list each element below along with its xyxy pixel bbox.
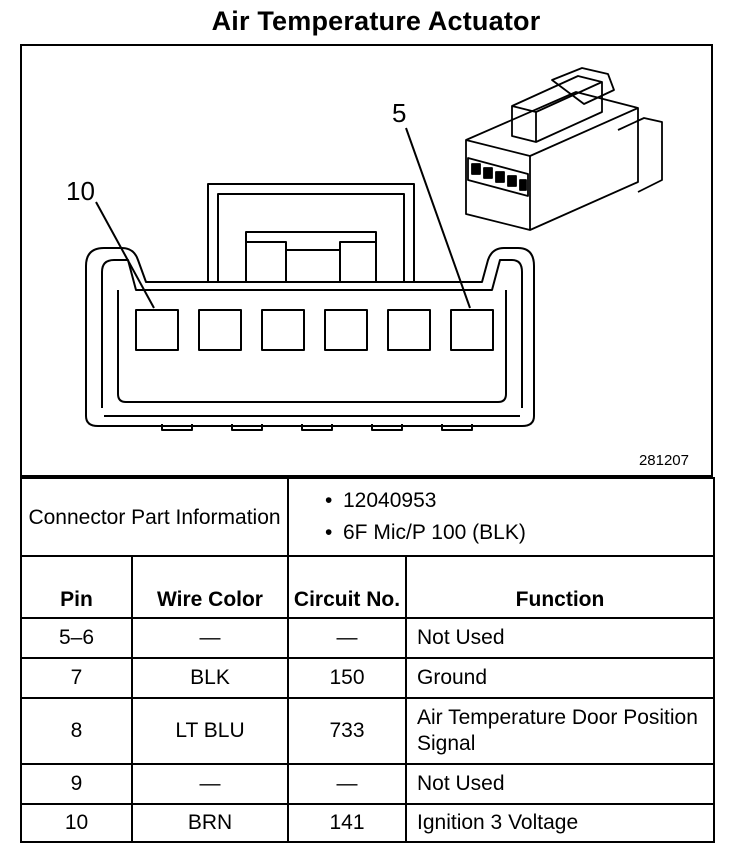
pin-label-5: 5 xyxy=(392,98,406,128)
wire-color-cell: — xyxy=(131,763,289,805)
connector-part-row: Connector Part Information •12040953 •6F… xyxy=(20,477,716,557)
table-row: 8 LT BLU 733 Air Temperature Door Positi… xyxy=(20,697,716,765)
pin-cavity-7 xyxy=(324,309,368,351)
function-cell: Not Used xyxy=(404,617,716,659)
table-row: 9 — — Not Used xyxy=(20,763,716,805)
pin-cell: 5–6 xyxy=(20,617,133,659)
pin-cell: 10 xyxy=(20,803,133,843)
table-row: 7 BLK 150 Ground xyxy=(20,657,716,699)
pin-cell: 9 xyxy=(20,763,133,805)
connector-part-type: •6F Mic/P 100 (BLK) xyxy=(325,521,526,544)
connector-part-label: Connector Part Information xyxy=(20,477,289,557)
circuit-cell: — xyxy=(287,763,407,805)
circuit-cell: 141 xyxy=(287,803,407,843)
connector-inner-wall xyxy=(101,259,523,408)
function-cell: Ignition 3 Voltage xyxy=(404,803,716,843)
pin-cavity-5 xyxy=(450,309,494,351)
wire-color-cell: BRN xyxy=(131,803,289,843)
pin-cavity-6 xyxy=(387,309,431,351)
function-cell: Not Used xyxy=(404,763,716,805)
col-header-pin: Pin xyxy=(20,555,133,619)
circuit-cell: 733 xyxy=(287,697,407,765)
pin-cavity-10 xyxy=(135,309,179,351)
connector-iso-view xyxy=(465,67,663,231)
leader-line-5 xyxy=(405,127,471,309)
table-row: 5–6 — — Not Used xyxy=(20,617,716,659)
pin-label-10: 10 xyxy=(66,176,95,206)
col-header-wire-color: Wire Color xyxy=(131,555,289,619)
connector-part-values: •12040953 •6F Mic/P 100 (BLK) xyxy=(286,477,716,557)
function-cell: Air Temperature Door Position Signal xyxy=(404,697,716,765)
pin-cell: 7 xyxy=(20,657,133,699)
page-title: Air Temperature Actuator xyxy=(211,6,541,36)
connector-info-table: Connector Part Information •12040953 •6F… xyxy=(20,477,716,843)
pin-cavity-9 xyxy=(198,309,242,351)
col-header-function: Function xyxy=(404,555,716,619)
circuit-cell: 150 xyxy=(287,657,407,699)
leader-line-10 xyxy=(95,201,155,309)
figure-number: 281207 xyxy=(638,452,689,469)
connector-diagram: 10 5 281207 xyxy=(20,44,713,477)
circuit-cell: — xyxy=(287,617,407,659)
table-header-row: Pin Wire Color Circuit No. Function xyxy=(20,555,716,619)
table-row: 10 BRN 141 Ignition 3 Voltage xyxy=(20,803,716,843)
pin-cavity-8 xyxy=(261,309,305,351)
pin-cell: 8 xyxy=(20,697,133,765)
wire-color-cell: BLK xyxy=(131,657,289,699)
wire-color-cell: LT BLU xyxy=(131,697,289,765)
wire-color-cell: — xyxy=(131,617,289,659)
connector-part-number: •12040953 xyxy=(325,489,437,512)
col-header-circuit-no: Circuit No. xyxy=(287,555,407,619)
connector-latch xyxy=(207,183,415,282)
function-cell: Ground xyxy=(404,657,716,699)
connector-body-outline xyxy=(85,247,535,427)
connector-face-drawing: 10 5 xyxy=(66,67,663,431)
